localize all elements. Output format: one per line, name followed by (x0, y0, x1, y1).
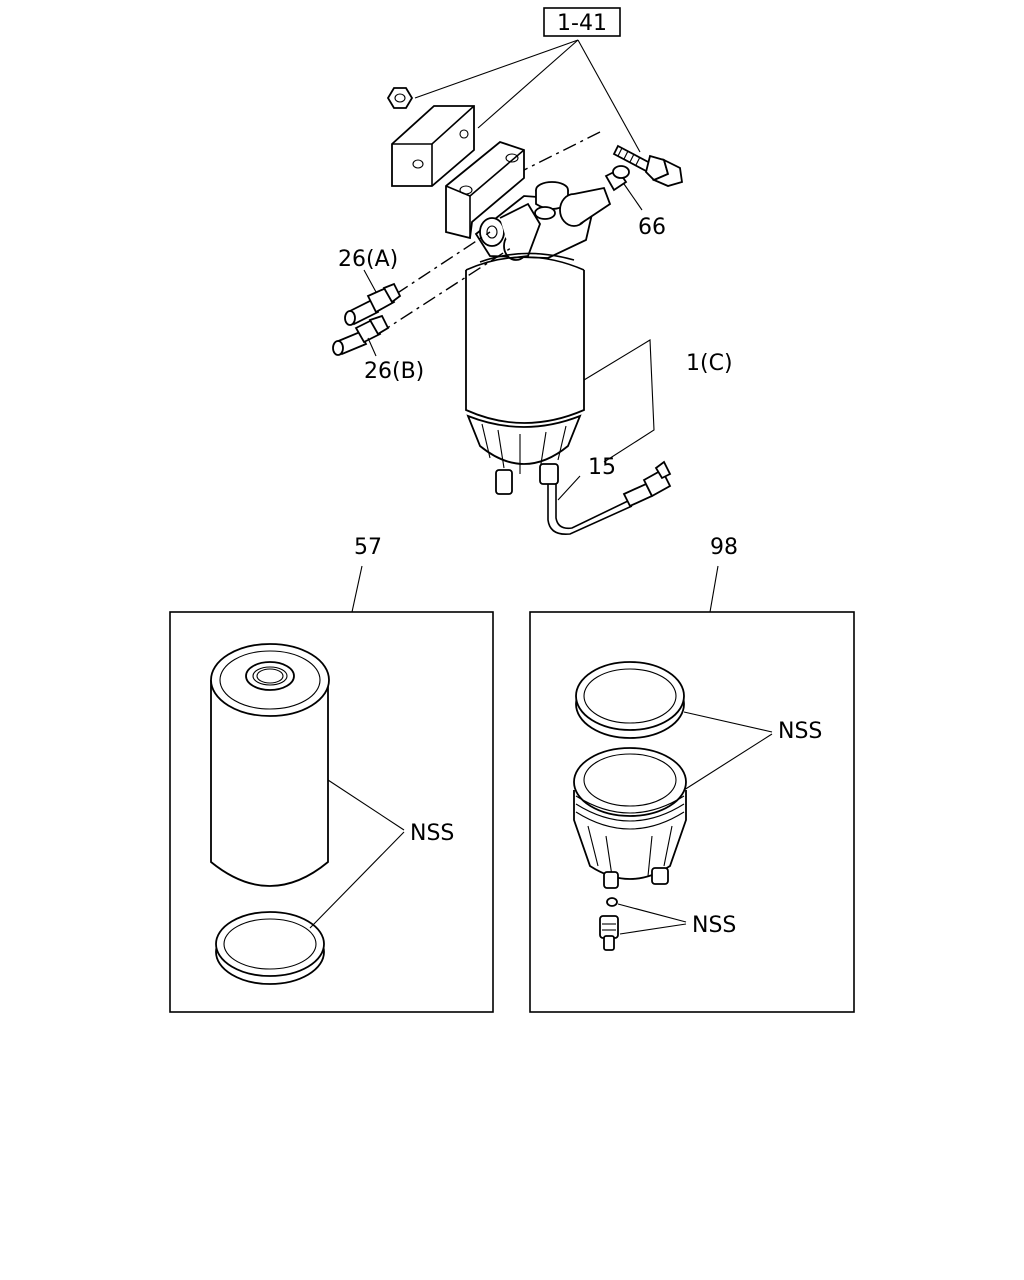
seal-ring-57 (215, 911, 325, 985)
label-26a: 26(A) (338, 247, 398, 272)
label-nss-98-ring: NSS (778, 719, 822, 744)
seal-ring-98 (575, 661, 685, 739)
label-15: 15 (588, 455, 616, 480)
label-1c: 1(C) (686, 351, 733, 376)
leader-26a (363, 269, 377, 293)
label-66: 66 (638, 215, 666, 240)
leader-26b (367, 337, 377, 357)
plug-66 (604, 165, 630, 192)
bolt-centerline (519, 131, 601, 173)
label-98: 98 (710, 535, 738, 560)
leaders-nss-98-ring (683, 711, 773, 791)
leader-66 (623, 183, 643, 211)
leaders-nss-57 (309, 779, 405, 929)
leader-98 (709, 565, 719, 613)
ref-label-1-41: 1-41 (557, 11, 607, 36)
spacer-block (391, 105, 475, 187)
o-ring-small (606, 897, 618, 907)
leader-15 (557, 475, 581, 501)
leaders-nss-98-sensor (617, 903, 687, 935)
label-nss-98-sensor: NSS (692, 913, 736, 938)
panel-57 (169, 611, 494, 1013)
label-nss-57: NSS (410, 821, 454, 846)
flange-nut (386, 87, 414, 109)
leader-57 (351, 565, 363, 613)
leader-1c (583, 339, 655, 463)
filter-bowl-1c (465, 252, 585, 495)
filter-head-bracket (445, 140, 525, 240)
panel-98 (529, 611, 855, 1013)
fitting-a-centerline (395, 231, 491, 295)
filter-element-57 (210, 643, 330, 887)
fitting-26b (332, 314, 390, 356)
drain-sensor (599, 915, 619, 951)
ref-box-1-41 (543, 7, 621, 37)
flange-bolt (612, 144, 684, 187)
sensor-harness-15 (547, 460, 672, 536)
label-57: 57 (354, 535, 382, 560)
fitting-26a (344, 282, 402, 326)
label-26b: 26(B) (364, 359, 424, 384)
bowl-98 (573, 747, 687, 889)
filter-head-body (474, 181, 612, 261)
leader-lines-1-41 (414, 39, 641, 153)
